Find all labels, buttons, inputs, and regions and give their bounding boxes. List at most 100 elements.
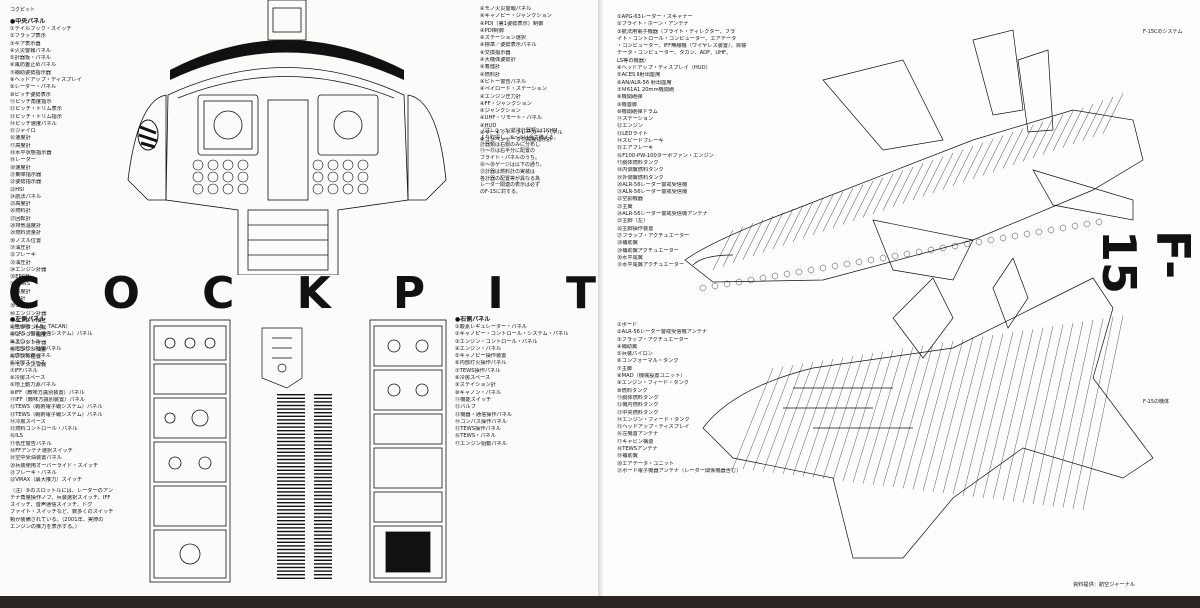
- side-title: F-15: [1092, 230, 1200, 295]
- left-panel-item: ④内部灯火制御パネル: [10, 345, 62, 352]
- right-panel-item: ⑨ステイション計: [455, 382, 496, 389]
- cockpit-letter: K: [296, 268, 333, 319]
- left-panel-note-line: スイッチ、音声通信スイッチ、ドグ: [10, 502, 93, 509]
- center-panel-right-item: ④コンペンセータ付高度指示計: [480, 137, 553, 144]
- credit-line: 資料提供：航空ジャーナル: [1073, 582, 1135, 588]
- lower-callout-item: ⑧MAD（機械設置ユニット）: [617, 373, 686, 380]
- note-line: （注）①〜⑤(航法計器類)は1KHM: [480, 128, 558, 134]
- center-panel-item: ④火災警報パネル: [10, 47, 51, 54]
- background-edge: [0, 596, 1200, 608]
- center-panel-item: ㉔航法パネル: [10, 193, 42, 200]
- upper-callout-item: ⑦Ｍ61A1 20mm機関砲: [617, 86, 675, 93]
- lower-callout-item: ④補助翼: [617, 343, 638, 350]
- lower-callout-item: ⑲補助翼: [617, 453, 638, 460]
- center-panel-right-item: ④エンジン圧力計: [480, 93, 521, 100]
- right-panel-item: ⑰エンジン始動パネル: [455, 440, 507, 447]
- note-line: レーダー関連の表示は必ず: [480, 182, 541, 189]
- upper-callout-item: ⑩機関砲弾ドラム: [617, 108, 658, 115]
- cockpit-letter: T: [565, 268, 598, 319]
- right-panel-item: ③エンジン・コントロール・パネル: [455, 338, 538, 345]
- lower-callout-item: ⑩燃料タンク: [617, 387, 648, 394]
- cockpit-letter: C: [202, 268, 237, 319]
- tag-mid: F-15の機体: [1143, 399, 1170, 405]
- center-panel-right-item: ④ステーション選択: [480, 35, 527, 42]
- center-panel-right-item: ④交換指示器: [480, 49, 511, 56]
- upper-callout-item: ⑥AN/ALR-56 射出座席: [617, 79, 672, 86]
- center-panel-item: ⑭ピッチ速度パネル: [10, 120, 57, 127]
- right-panel-item: ⑭コンパス操作パネル: [455, 418, 507, 425]
- lower-callout-item: ⑥コンフォーマル・タンク: [617, 358, 679, 365]
- upper-callout-item: ①APG-63レーダー・スキャナー: [617, 14, 693, 20]
- center-panel-item: ㉖燃料計: [10, 208, 31, 215]
- center-panel-item: ⑪ピッチ角度指示: [10, 98, 52, 105]
- cockpit-letter: P: [392, 268, 428, 319]
- cockpit-front-panel-drawing: [127, 0, 447, 275]
- upper-callout-item: ⑭スピードブレーキ: [617, 138, 664, 145]
- left-panel-item: ⑮燃料コントロール・パネル: [10, 426, 78, 433]
- center-panel-item: ㉜ブレーキ: [10, 252, 36, 259]
- center-panel-item: ㉘排気温度計: [10, 223, 42, 230]
- center-panel-item: ㉓HSI: [10, 186, 24, 193]
- center-panel-item: ㊴エンジン: [10, 303, 36, 310]
- center-panel-item: ㉕高度計: [10, 201, 31, 208]
- center-panel-item: ㊲高度計: [10, 288, 31, 295]
- upper-callout-item: ㉑ALR-56レーダー警戒受信機: [617, 189, 688, 196]
- upper-callout-item: ②フライト・ホーン・アンテナ: [617, 21, 689, 28]
- right-panel-item: ⑦TEWS操作パネル: [455, 367, 501, 374]
- right-console-drawing: [369, 319, 447, 583]
- left-panel-item: ⑲空中受油装置パネル: [10, 455, 62, 462]
- lower-callout-item: ①ボード: [617, 322, 638, 328]
- upper-callout-item: ④ヘッドアップ・ディスプレイ（HUD）: [617, 65, 711, 72]
- upper-callout-item: ㉘補助翼: [617, 240, 638, 247]
- lower-callout-item: ⑦主脚: [617, 365, 633, 372]
- left-panel-item: ②CAS（機能増強システム）パネル: [10, 331, 93, 338]
- center-panel-item: ⑧ヘッドアップ・ディスプレイ: [10, 77, 82, 84]
- f15-lower-structure-drawing: [702, 258, 1154, 559]
- center-panel-item: ㊵エンジン計器: [10, 310, 47, 317]
- upper-callout-item: ㉔ALR-56レーダー警戒受信機アンテナ: [617, 211, 708, 218]
- lower-callout-item: ⑬中央燃料タンク: [617, 409, 659, 416]
- upper-callout-item: ・コンピューター、IFF無線機（ワイヤレス装置）、目標: [617, 43, 747, 50]
- center-panel-right-item: ④ペイロード・ステーション: [480, 86, 547, 93]
- center-panel-item: ②フラップ表示: [10, 33, 46, 40]
- center-panel-item: ㉗回転計: [10, 215, 31, 222]
- center-panel-right-item: ④HUD: [480, 122, 497, 129]
- right-panel-item: ⑮TEWS操作パネル: [455, 426, 501, 433]
- lower-callout-item: ⑨エンジン・フィード・タンク: [617, 380, 689, 387]
- center-panel-item: ⑲レーダー: [10, 157, 36, 164]
- upper-callout-item: ⑬LEDライト: [617, 130, 648, 137]
- lower-callout-item: ②ALR-56レーダー警戒受信機アンテナ: [617, 329, 708, 336]
- right-panel-title: ●右側パネル: [455, 316, 491, 323]
- left-panel-item: ⑥冷房スペース: [10, 360, 46, 367]
- upper-callout-item: データ・コンピューター、タカン、ADF、UHF、: [617, 50, 732, 57]
- center-panel-item: ⑫ピッチ・トリム表示: [10, 106, 62, 113]
- left-panel-title: ●左側パネル: [10, 316, 46, 323]
- left-panel-item: ⑬TEWS（戦術電子戦システム）パネル: [10, 411, 103, 418]
- center-panel-item: ⑩ピッチ姿勢表示: [10, 91, 51, 98]
- lower-callout-item: ⑭エンジン・フィード・タンク: [617, 416, 690, 423]
- left-panel-item: ⑧冷房スペース: [10, 375, 46, 382]
- right-panel-item: ⑯TEWS・パネル: [455, 433, 496, 440]
- lower-callout-item: ㉑ボード電子機器アンテナ（レーダー関係機器含む）: [617, 467, 742, 474]
- left-panel-item: ③スロットル: [10, 338, 41, 345]
- left-panel-note-line: ファイト・スイッチなど、数多くのスイッチ: [10, 509, 114, 516]
- upper-callout-item: ㉓主翼: [617, 203, 633, 210]
- upper-callout-item: ⑤ACES Ⅱ射出座席: [617, 72, 661, 79]
- center-panel-item: ㊶エンジン油圧: [10, 317, 47, 324]
- upper-callout-item: ③航法用電子機器（フライト・ディレクター、フラ: [617, 28, 736, 35]
- lower-callout-item: ⑮ヘッドアップ・ディスプレイ: [617, 424, 690, 431]
- center-panel-right-item: ④ジャンクション: [480, 108, 521, 115]
- center-panel-right-item: ④PDI制御: [480, 27, 504, 34]
- center-panel-item: ㉞エンジン計器: [10, 266, 47, 273]
- left-panel-item: ①無線機（ILS、TACAN）: [10, 324, 71, 330]
- center-panel-item: ㊷エンジン回転: [10, 325, 47, 332]
- upper-callout-item: ⑪ステーション: [617, 116, 654, 123]
- center-panel-item: ㉙燃料流量計: [10, 230, 42, 237]
- center-panel-item: ㊼モノ火災警報: [10, 361, 47, 368]
